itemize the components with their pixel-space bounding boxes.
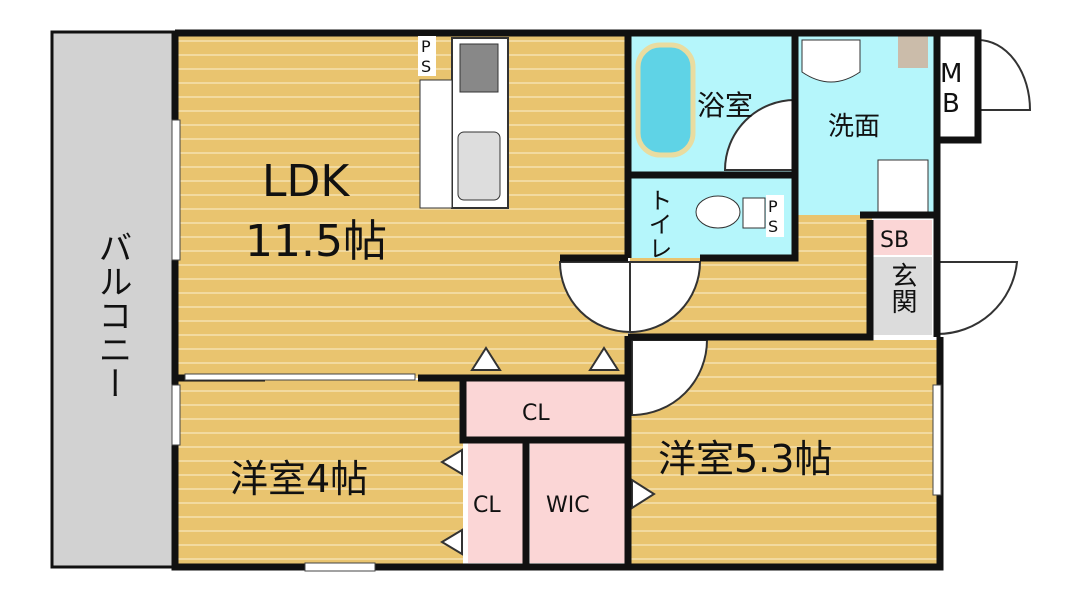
entrance-floor	[872, 257, 932, 335]
ldk-floor	[178, 35, 628, 378]
balcony	[50, 30, 177, 569]
toilet-label: トイレ	[644, 188, 672, 260]
stove-icon	[459, 43, 499, 93]
window-right	[932, 384, 942, 496]
washbasin-icon	[801, 39, 861, 83]
balcony-label: バルコニー	[92, 230, 132, 400]
entrance-label: 玄関	[887, 262, 917, 314]
sink-icon	[457, 131, 501, 201]
door-entrance	[936, 261, 1019, 336]
ldk-size: 11.5帖	[245, 216, 387, 267]
ps-toilet	[766, 195, 784, 237]
door-western-large	[631, 339, 709, 417]
ps-toilet-p: P	[768, 197, 778, 216]
door-ldk	[558, 261, 702, 334]
counter-edge	[419, 79, 453, 209]
washer-pan-icon	[877, 159, 929, 213]
shoebox-label: SB	[880, 228, 909, 253]
ps-kitchen-p: P	[421, 37, 431, 56]
window-bottom	[304, 562, 376, 572]
meterbox-m: M	[940, 59, 962, 89]
ps-toilet-s: S	[768, 217, 778, 236]
toilet-tank-icon	[742, 197, 766, 229]
closet-storage	[898, 36, 928, 68]
washroom-label: 洗面	[828, 112, 880, 142]
wic-label: WIC	[546, 493, 590, 518]
meter-box	[937, 35, 974, 135]
door-bath	[723, 98, 796, 171]
closet-top	[465, 380, 625, 438]
door-meterbox	[977, 38, 1032, 111]
bathtub-icon	[635, 42, 696, 158]
window-balcony-1	[171, 119, 181, 261]
western-small-label: 洋室4帖	[230, 457, 368, 501]
bath-label: 浴室	[697, 89, 753, 122]
sliding-door	[184, 373, 416, 381]
western-small-floor	[178, 380, 463, 565]
toilet-icon	[695, 195, 741, 229]
closet-small-label: CL	[473, 493, 501, 518]
closet-small	[468, 443, 523, 563]
ps-kitchen-s: S	[421, 57, 431, 76]
shoebox	[872, 220, 932, 255]
ldk-label: LDK	[262, 156, 350, 207]
wic	[530, 443, 625, 563]
window-balcony-2	[171, 384, 181, 446]
closet-door-marks	[440, 346, 656, 556]
ps-kitchen	[418, 36, 436, 76]
meterbox-b: B	[942, 89, 960, 119]
western-large-label: 洋室5.3帖	[658, 437, 832, 481]
closet-top-label: CL	[522, 401, 550, 426]
